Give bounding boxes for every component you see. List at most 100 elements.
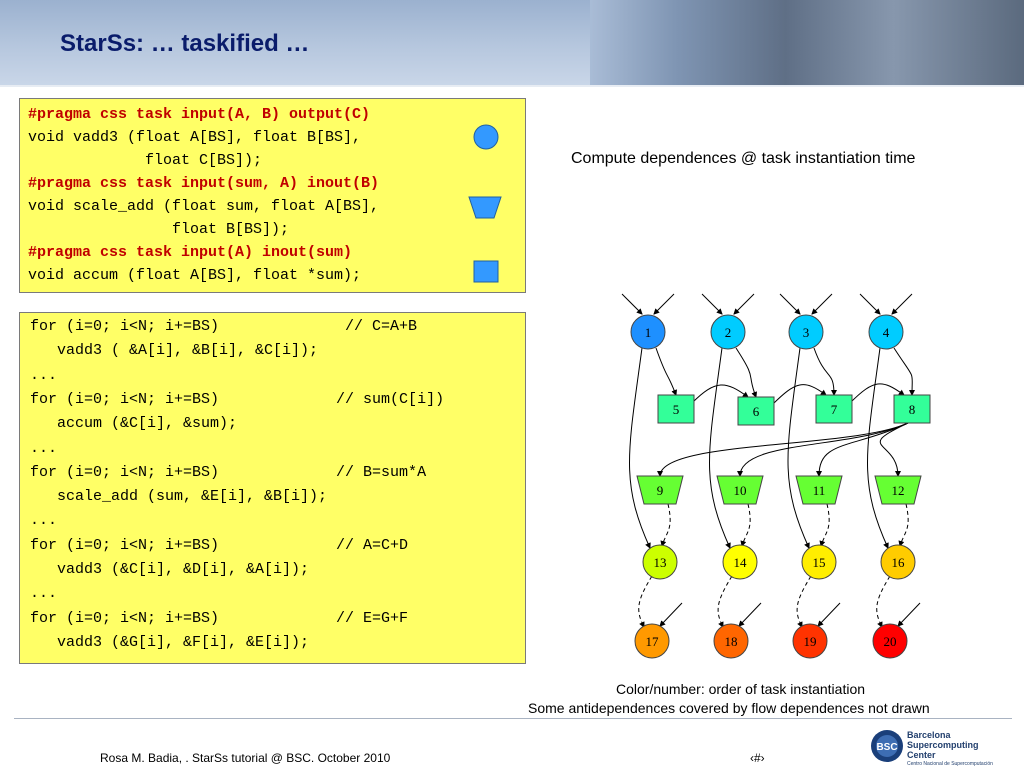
task-node-17: [634, 623, 670, 659]
task-declarations-box: #pragma css task input(A, B) output(C) v…: [19, 98, 526, 293]
task-node-5: [657, 394, 695, 424]
task-node-8: [893, 394, 931, 424]
dependency-edge: [638, 575, 653, 628]
input-edge: [891, 293, 913, 315]
dependency-edge: [709, 347, 731, 549]
input-edge: [738, 602, 762, 627]
header-band: [0, 0, 600, 85]
code-line: ...: [30, 585, 58, 603]
dependency-edge: [657, 422, 909, 477]
dependences-heading: Compute dependences @ task instantiation…: [571, 150, 916, 167]
task-node-label: 1: [645, 325, 652, 340]
task-node-9: [636, 475, 684, 505]
task-node-label: 14: [734, 555, 748, 570]
dependency-edge: [737, 422, 909, 477]
task-node-label: 18: [725, 634, 738, 649]
task-node-2: [710, 314, 746, 350]
task-node-6: [737, 396, 775, 426]
logo-text-2: Supercomputing: [907, 740, 979, 750]
task-node-label: 7: [831, 402, 838, 417]
input-edge: [653, 293, 675, 315]
code-line: ...: [30, 439, 58, 457]
task-node-label: 16: [892, 555, 906, 570]
code-line: vadd3 (&C[i], &D[i], &A[i]);: [30, 561, 310, 578]
dependency-edge: [816, 422, 909, 477]
dependency-edge: [867, 347, 889, 549]
signature-line: void accum (float A[BS], float *sum);: [28, 267, 362, 284]
pragma-line: #pragma css task input(A) inout(sum): [28, 244, 353, 261]
dependency-edge: [740, 503, 751, 547]
input-edge: [779, 293, 801, 315]
circle-icon: [473, 124, 499, 150]
task-node-20: [872, 623, 908, 659]
task-node-7: [815, 394, 853, 424]
dependency-edge: [787, 347, 810, 549]
task-node-label: 10: [734, 483, 747, 498]
header-photo: [590, 0, 1024, 85]
code-line: for (i=0; i<N; i+=BS) // sum(C[i]): [30, 390, 445, 408]
signature-line: void scale_add (float sum, float A[BS],: [28, 198, 380, 215]
dependency-edge: [691, 384, 749, 404]
dependency-edge: [717, 575, 733, 628]
task-node-1: [630, 314, 666, 350]
page-number: ‹#›: [750, 751, 765, 765]
task-node-label: 11: [813, 483, 826, 498]
dependency-edge: [629, 347, 651, 549]
task-node-label: 15: [813, 555, 826, 570]
bsc-logo: BSC Barcelona Supercomputing Center Cent…: [865, 728, 1015, 768]
dependency-edge: [771, 384, 827, 406]
signature-line: float C[BS]);: [28, 152, 263, 169]
code-line: for (i=0; i<N; i+=BS) // B=sum*A: [30, 463, 427, 481]
footer-author: Rosa M. Badia, . StarSs tutorial @ BSC. …: [100, 751, 391, 765]
task-node-label: 20: [884, 634, 897, 649]
input-edge: [811, 293, 833, 315]
logo-text-1: Barcelona: [907, 730, 951, 740]
task-node-label: 6: [753, 404, 760, 419]
logo-text-3: Center: [907, 750, 936, 760]
logo-subtext: Centro Nacional de Supercomputación: [907, 761, 993, 767]
code-line: for (i=0; i<N; i+=BS) // C=A+B: [30, 318, 418, 335]
main-code-box: for (i=0; i<N; i+=BS) // C=A+B vadd3 ( &…: [19, 312, 526, 664]
dependency-edge: [796, 575, 812, 628]
input-edge: [859, 293, 881, 315]
code-line: for (i=0; i<N; i+=BS) // A=C+D: [30, 536, 409, 554]
svg-text:BSC: BSC: [876, 742, 897, 753]
signature-line: float B[BS]);: [28, 221, 290, 238]
task-node-18: [713, 623, 749, 659]
dependency-edge: [849, 383, 905, 404]
dependency-edge: [898, 503, 909, 547]
task-node-4: [868, 314, 904, 350]
slide-title: StarSs: … taskified …: [60, 30, 310, 57]
footer-divider: [14, 718, 1012, 719]
dependency-edge: [660, 503, 671, 547]
dependency-edge: [893, 347, 916, 396]
task-node-14: [722, 544, 758, 580]
task-node-label: 8: [909, 402, 916, 417]
task-node-label: 19: [804, 634, 817, 649]
dependency-edge: [655, 347, 678, 396]
input-edge: [733, 293, 755, 315]
input-edge: [817, 602, 841, 627]
pragma-line: #pragma css task input(A, B) output(C): [28, 106, 371, 123]
task-node-label: 9: [657, 483, 664, 498]
signature-line: void vadd3 (float A[BS], float B[BS],: [28, 129, 362, 146]
task-node-10: [716, 475, 764, 505]
task-node-3: [788, 314, 824, 350]
task-node-16: [880, 544, 916, 580]
dependency-edge: [819, 503, 830, 547]
pragma-line: #pragma css task input(sum, A) inout(B): [28, 175, 380, 192]
input-edge: [621, 293, 643, 315]
dependency-edge: [813, 347, 837, 396]
task-node-13: [642, 544, 678, 580]
code-line: accum (&C[i], &sum);: [30, 415, 238, 433]
caption-line-2: Some antidependences covered by flow dep…: [528, 700, 930, 716]
caption-line-1: Color/number: order of task instantiatio…: [616, 681, 866, 697]
task-node-label: 3: [803, 325, 810, 340]
task-node-12: [874, 475, 922, 505]
code-line: ...: [30, 366, 58, 384]
bsc-logo-icon: BSC: [871, 730, 903, 762]
task-node-label: 13: [654, 555, 667, 570]
task-node-11: [795, 475, 843, 505]
dependency-edge: [879, 422, 909, 477]
